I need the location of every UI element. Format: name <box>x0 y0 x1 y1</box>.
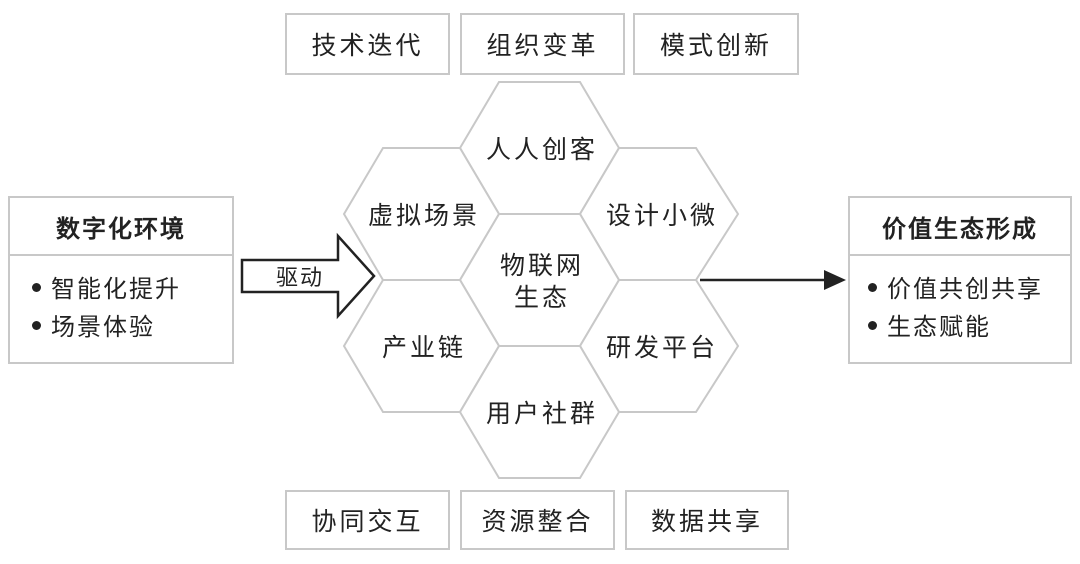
bullet-icon <box>32 320 41 330</box>
bottom-tag-resource-integration: 资源整合 <box>460 490 615 550</box>
drive-arrow-label: 驱动 <box>276 266 324 291</box>
list-item: 生态赋能 <box>868 308 1070 346</box>
bullet-icon <box>868 320 877 330</box>
top-tag-org-change: 组织变革 <box>460 13 625 75</box>
hex-lower-left-label: 产业链 <box>382 333 466 362</box>
bullet-icon <box>868 282 877 292</box>
digital-environment-list: 智能化提升 场景体验 <box>10 256 232 346</box>
list-item-label: 生态赋能 <box>887 313 991 341</box>
hex-bottom <box>458 345 621 479</box>
value-ecosystem-box: 价值生态形成 价值共创共享 生态赋能 <box>848 196 1072 364</box>
drive-arrow <box>240 232 376 320</box>
hex-center-label-line2: 生态 <box>514 283 570 312</box>
list-item-label: 智能化提升 <box>51 275 181 303</box>
hex-upper-right-label: 设计小微 <box>606 201 718 230</box>
hex-upper-left-label: 虚拟场景 <box>368 201 480 230</box>
list-item: 价值共创共享 <box>868 270 1070 308</box>
top-tag-model-innovation: 模式创新 <box>633 13 799 75</box>
value-ecosystem-title: 价值生态形成 <box>850 198 1070 256</box>
list-item: 场景体验 <box>32 308 232 346</box>
bottom-tag-collaboration: 协同交互 <box>285 490 450 550</box>
hex-bottom-label: 用户社群 <box>486 399 598 428</box>
digital-environment-box: 数字化环境 智能化提升 场景体验 <box>8 196 234 364</box>
hex-center-label-line1: 物联网 <box>500 251 584 280</box>
value-ecosystem-list: 价值共创共享 生态赋能 <box>850 256 1070 346</box>
top-tag-tech-iteration: 技术迭代 <box>285 13 450 75</box>
list-item-label: 价值共创共享 <box>887 275 1043 303</box>
hex-top-label: 人人创客 <box>486 135 598 164</box>
hex-lower-right-label: 研发平台 <box>606 333 718 362</box>
bullet-icon <box>32 282 41 292</box>
list-item: 智能化提升 <box>32 270 232 308</box>
digital-environment-title: 数字化环境 <box>10 198 232 256</box>
result-arrow-head <box>824 270 846 290</box>
list-item-label: 场景体验 <box>51 313 155 341</box>
bottom-tag-data-sharing: 数据共享 <box>625 490 789 550</box>
